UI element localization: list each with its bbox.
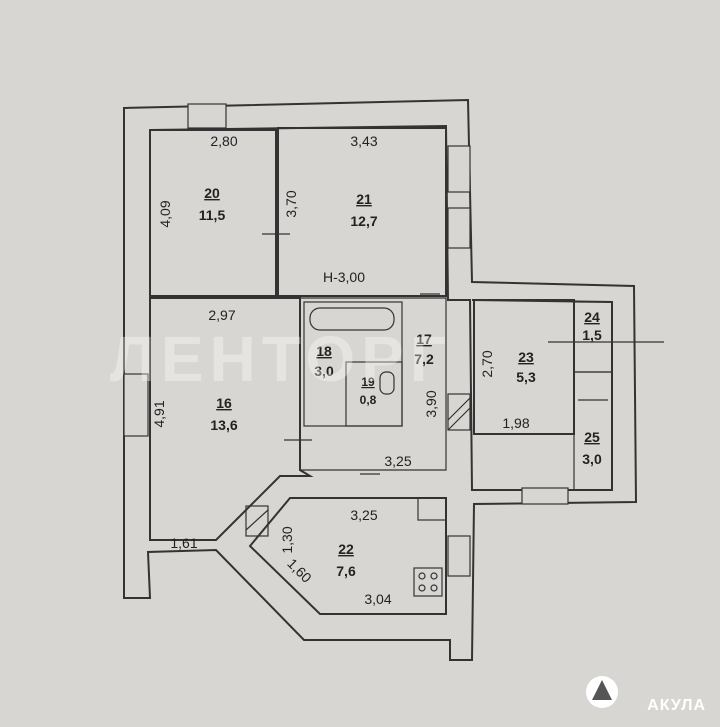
bathtub-icon	[309, 307, 395, 331]
room-21-outline	[277, 127, 447, 297]
room-18-number: 18	[316, 343, 332, 359]
room-16-number: 16	[216, 395, 232, 411]
window	[521, 487, 569, 505]
dimension-label: 3,90	[423, 390, 439, 417]
dimension-label: 3,70	[283, 190, 299, 217]
window	[123, 373, 149, 437]
room-21-number: 21	[356, 191, 372, 207]
outer-wall	[123, 98, 638, 661]
watermark-text: ЛЕНТОРГ	[110, 323, 453, 395]
dimension-label: 3,43	[350, 133, 377, 149]
dimension-label: 3,04	[364, 591, 391, 607]
shark-logo-icon	[586, 676, 618, 708]
window	[447, 145, 471, 193]
dimension-label: 2,70	[479, 350, 495, 377]
dimension-label: 2,80	[210, 133, 237, 149]
room-22-number: 22	[338, 541, 354, 557]
room-17-area: 7,2	[414, 351, 434, 367]
hatch-block-2	[245, 505, 269, 537]
dimension-label: 4,91	[151, 400, 167, 427]
room-25-number: 25	[584, 429, 600, 445]
room-23-area: 5,3	[516, 369, 536, 385]
window	[447, 535, 471, 577]
room-25-outline	[573, 371, 613, 491]
dimension-label: 1,60	[284, 555, 315, 586]
hatch-block	[447, 393, 471, 431]
room-16-outline	[149, 297, 314, 541]
room-24-area: 1,5	[582, 327, 602, 343]
dimension-label: 3,25	[350, 507, 377, 523]
dimension-label: 1,61	[170, 535, 197, 551]
room-23-number: 23	[518, 349, 534, 365]
brand-logo: АКУЛА	[599, 697, 706, 715]
dimension-label: 1,98	[502, 415, 529, 431]
brand-name: АКУЛА	[647, 697, 706, 714]
sink-icon	[417, 497, 447, 521]
window	[187, 103, 227, 129]
room-20-number: 20	[204, 185, 220, 201]
room-18-area: 3,0	[314, 363, 334, 379]
room-16-area: 13,6	[210, 417, 237, 433]
stove-icon	[413, 567, 443, 597]
room-19-area: 0,8	[360, 393, 377, 407]
room-17-number: 17	[416, 331, 432, 347]
room-21-area: 12,7	[350, 213, 377, 229]
room-19-number: 19	[361, 375, 375, 389]
corridor-17-outline	[300, 297, 447, 471]
room-20-outline	[149, 129, 277, 297]
window	[447, 207, 471, 249]
ceiling-height-label: H-3,00	[323, 269, 365, 285]
dimension-label: 3,25	[384, 453, 411, 469]
room-25-area: 3,0	[582, 451, 602, 467]
dimension-label: 2,97	[208, 307, 235, 323]
dimension-label: 4,09	[157, 200, 173, 227]
room-20-area: 11,5	[199, 207, 226, 223]
dimension-label: 1,30	[279, 526, 295, 553]
toilet-icon	[379, 371, 395, 395]
room-22-area: 7,6	[336, 563, 356, 579]
room-24-number: 24	[584, 309, 600, 325]
room-19-outline	[345, 361, 403, 427]
